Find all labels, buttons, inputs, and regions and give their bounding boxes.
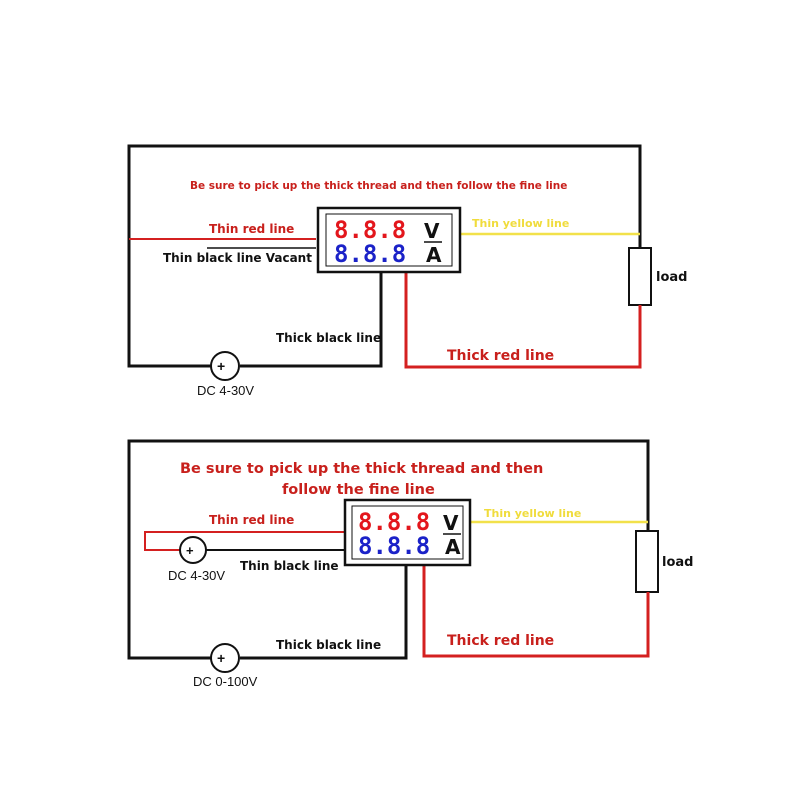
warning-text-1: Be sure to pick up the thick thread and … [190,180,567,192]
display-current-digits-2: 8.8.8 [358,532,430,560]
thin-yellow-label-2: Thin yellow line [484,507,581,520]
dc-source-small-2 [179,536,207,564]
warning-text-2-line2: follow the fine line [282,482,435,498]
thick-red-label-2: Thick red line [447,633,554,649]
meter-bezel-2 [351,505,464,560]
thin-red-label-1: Thin red line [209,222,294,236]
unit-volt-label-2: V [443,511,459,535]
display-current-digits-1: 8.8.8 [334,240,406,268]
unit-amp-label-2: A [445,535,461,559]
unit-amp-label-1: A [426,243,442,267]
diagram-1: load 8.8.8 8.8.8 V A + DC 4-30V Be sure … [127,144,687,398]
thick-black-label-1: Thick black line [276,331,381,345]
display-voltage-digits-2: 8.8.8 [358,508,430,536]
thick-red-wire-1 [404,272,642,369]
load-label-2: load [662,555,693,570]
display-voltage-digits-1: 8.8.8 [334,216,406,244]
dc-polarity-icon-2a: + [186,543,194,558]
thin-red-label-2: Thin red line [209,513,294,527]
thick-red-wire-2 [422,565,650,658]
thick-black-wire-1-meter [240,272,383,368]
dc-source-small-label-2: DC 4-30V [168,568,225,583]
dc-source-label-1: DC 4-30V [197,383,254,398]
thick-black-wire-1 [127,144,642,368]
unit-volt-label-1: V [424,219,440,243]
thick-black-wire-2 [127,439,650,660]
load-resistor-1 [628,247,652,306]
warning-text-2-line1: Be sure to pick up the thick thread and … [180,461,543,477]
thin-black-label-2: Thin black line [240,559,339,573]
load-label-1: load [656,270,687,285]
dc-polarity-icon-2b: + [217,650,225,666]
thin-black-label-1: Thin black line Vacant [163,251,312,265]
thin-red-wire-2 [144,531,345,551]
thin-yellow-label-1: Thin yellow line [472,217,569,230]
thick-black-wire-2-meter [240,565,408,660]
load-resistor-2 [635,530,659,593]
dc-source-1 [210,351,240,381]
dc-source-main-label-2: DC 0-100V [193,674,258,689]
diagram-2: load 8.8.8 8.8.8 V A + DC 4-30V + DC 0-1… [127,439,693,689]
dc-polarity-icon-1: + [217,358,225,374]
thick-black-label-2: Thick black line [276,638,381,652]
thick-red-label-1: Thick red line [447,348,554,364]
meter-bezel-1 [325,213,453,267]
dc-source-main-2 [210,643,240,673]
